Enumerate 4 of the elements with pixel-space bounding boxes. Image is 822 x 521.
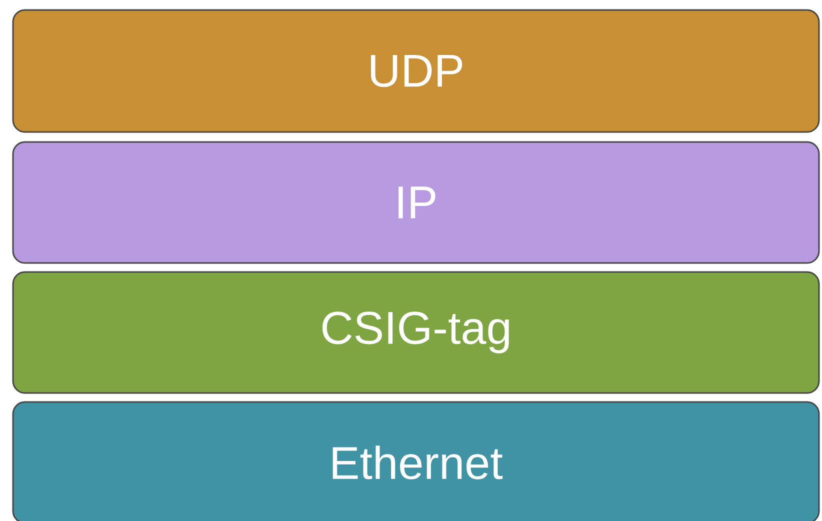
layer-box: UDP (12, 9, 820, 133)
layer-box: Ethernet (12, 401, 820, 521)
layer-box: IP (12, 141, 820, 264)
layer-box: CSIG-tag (12, 271, 820, 394)
